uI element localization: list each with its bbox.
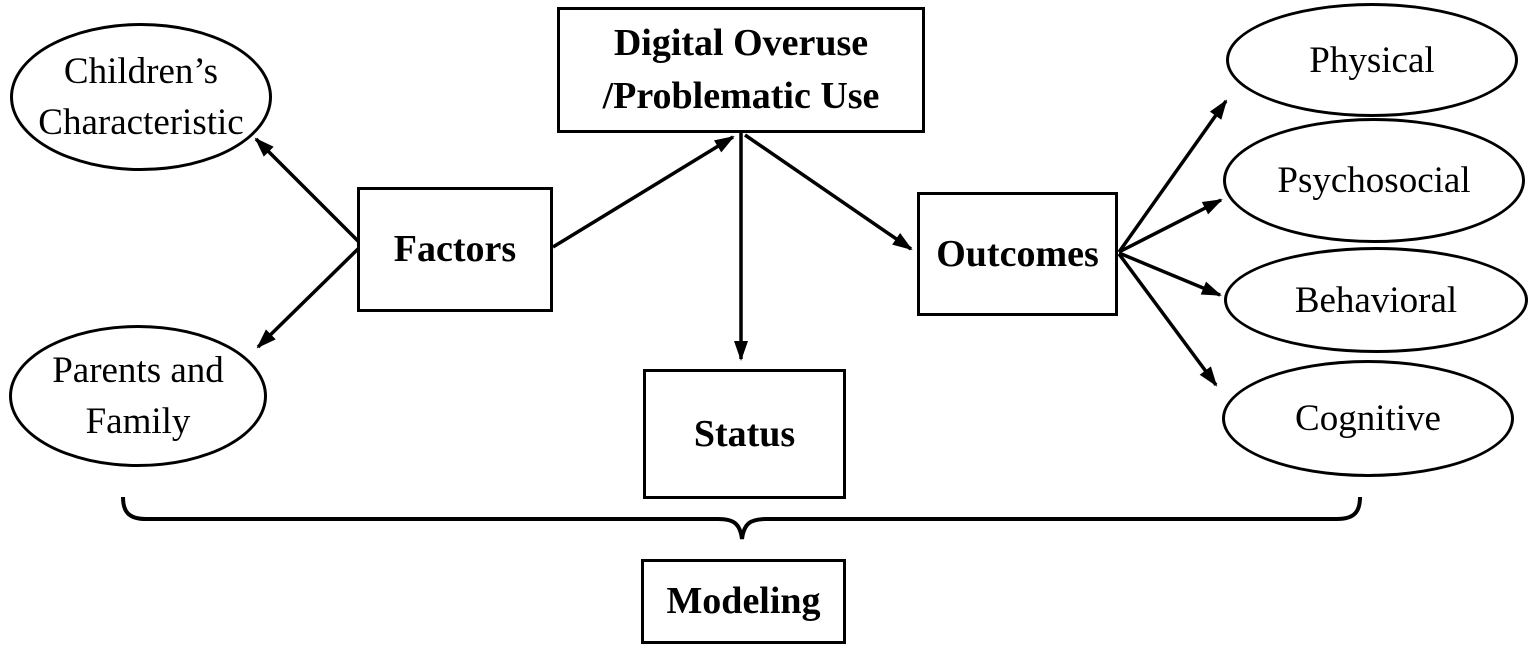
status-box: Status [643, 369, 846, 499]
outcomes-box: Outcomes [917, 192, 1118, 316]
digital-overuse-label-line2: /Problematic Use [602, 75, 880, 117]
arrow-factors-to-childrens [254, 137, 362, 245]
behavioral-label: Behavioral [1294, 279, 1458, 321]
physical-label: Physical [1309, 39, 1435, 81]
modeling-label: Modeling [666, 580, 821, 622]
arrow-outcomes-to-behavioral [1118, 251, 1222, 297]
grouping-brace [121, 496, 1362, 540]
childrens-label-line1: Children’s [63, 51, 219, 92]
psychosocial-ellipse: Psychosocial [1223, 118, 1525, 243]
arrow-factors-to-parents [256, 245, 362, 349]
parents-and-family-ellipse: Parents and Family [9, 325, 267, 467]
arrow-digital-to-outcomes [744, 133, 913, 251]
arrow-outcomes-to-physical [1117, 99, 1228, 254]
physical-ellipse: Physical [1226, 3, 1518, 117]
parents-label-line1: Parents and [52, 350, 224, 391]
arrow-outcomes-to-cognitive [1117, 252, 1218, 387]
cognitive-label: Cognitive [1295, 398, 1441, 439]
childrens-label-line2: Characteristic [38, 102, 244, 143]
factors-box: Factors [357, 187, 553, 312]
digital-overuse-box: Digital Overuse /Problematic Use [557, 7, 925, 133]
digital-overuse-label-line1: Digital Overuse [613, 22, 869, 64]
parents-label-line2: Family [85, 401, 191, 442]
outcomes-label: Outcomes [936, 232, 1099, 275]
modeling-box: Modeling [641, 559, 846, 644]
status-label: Status [693, 412, 796, 455]
psychosocial-label: Psychosocial [1277, 160, 1471, 201]
behavioral-ellipse: Behavioral [1224, 247, 1528, 353]
arrow-outcomes-to-psychosocial [1118, 198, 1223, 254]
cognitive-ellipse: Cognitive [1222, 360, 1514, 477]
factors-label: Factors [393, 228, 517, 270]
childrens-characteristic-ellipse: Children’s Characteristic [10, 23, 272, 171]
arrow-factors-to-digital [552, 135, 735, 249]
